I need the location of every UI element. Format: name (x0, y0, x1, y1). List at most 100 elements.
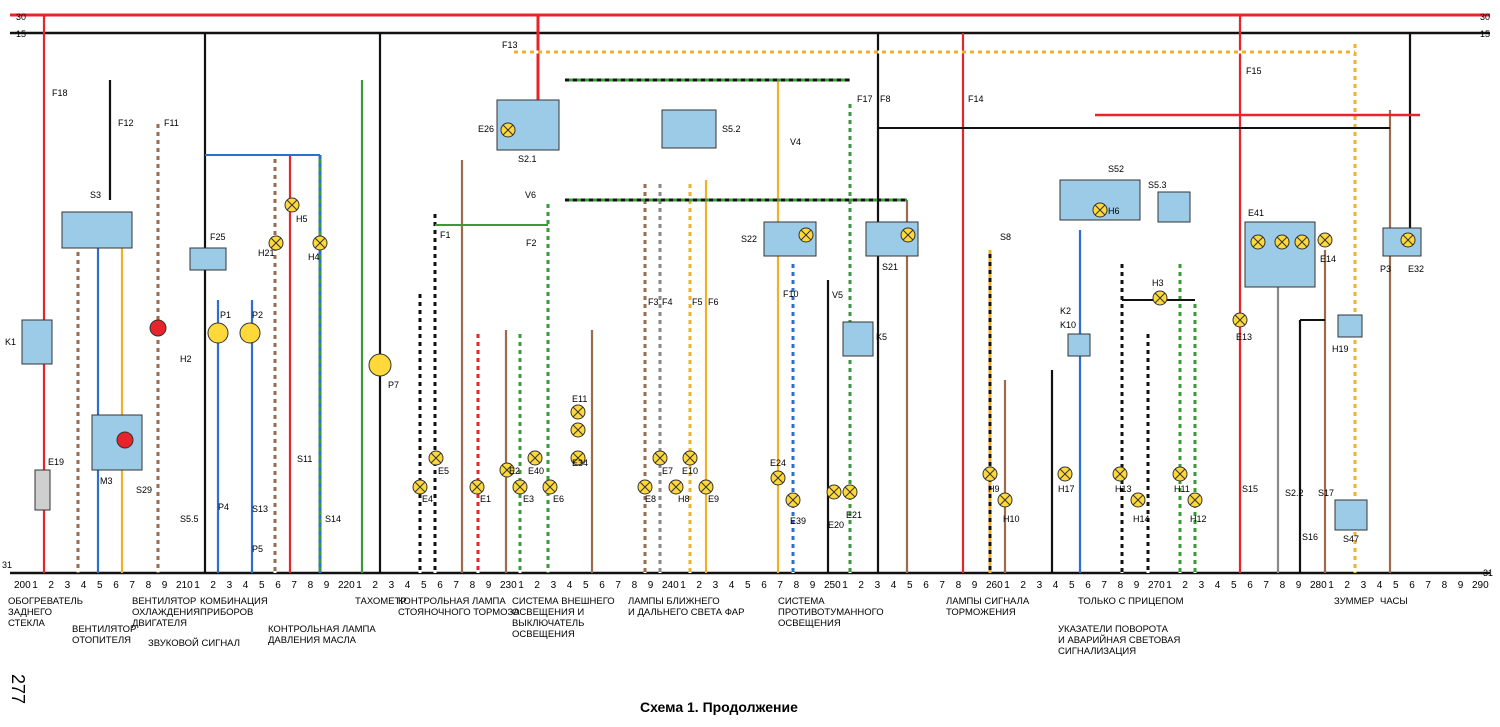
lamp (570, 404, 586, 420)
tick-number: 1 (518, 580, 524, 591)
rail-31-right-label: 31 (1483, 568, 1493, 578)
component-box-k1 (21, 319, 53, 365)
tick-number: 2 (372, 580, 378, 591)
lamps (34, 122, 1416, 511)
component-label-s2-2: S2.2 (1285, 488, 1304, 498)
component-label-f2: F2 (526, 238, 537, 248)
lamp (570, 450, 586, 466)
tick-number: 4 (243, 580, 249, 591)
component-label-e10: E10 (682, 466, 698, 476)
lamp (512, 479, 528, 495)
component-label-e2: E2 (509, 466, 520, 476)
tick-number: 1 (1004, 580, 1010, 591)
tick-label: 290 (1472, 580, 1489, 591)
tick-number: 6 (275, 580, 281, 591)
tick-number: 9 (486, 580, 492, 591)
tick-number: 2 (1344, 580, 1350, 591)
lamp (500, 122, 516, 138)
tick-number: 3 (551, 580, 557, 591)
component-label-v4: V4 (790, 137, 801, 147)
rail-30-right-label: 30 (1480, 12, 1490, 22)
tick-label: 280 (1310, 580, 1327, 591)
component-label-p4: P4 (218, 502, 229, 512)
tick-number: 5 (745, 580, 751, 591)
tick-number: 3 (227, 580, 233, 591)
component-label-p5: P5 (252, 544, 263, 554)
caption-c1-line: ЗАДНЕГО (8, 607, 52, 618)
tick-number: 1 (194, 580, 200, 591)
tick-number: 8 (956, 580, 962, 591)
lamp (1112, 466, 1128, 482)
tick-number: 8 (794, 580, 800, 591)
tick-number: 5 (421, 580, 427, 591)
tick-number: 8 (632, 580, 638, 591)
tick-number: 8 (146, 580, 152, 591)
lamp (469, 479, 485, 495)
component-box-f25 (189, 247, 227, 271)
caption-c14-line: И АВАРИЙНАЯ СВЕТОВАЯ (1058, 634, 1181, 646)
tick-number: 5 (259, 580, 265, 591)
tick-number: 8 (1280, 580, 1286, 591)
tick-number: 1 (1166, 580, 1172, 591)
lamp (668, 479, 684, 495)
tick-label: 220 (338, 580, 355, 591)
component-label-f3: F3 (648, 297, 659, 307)
tick-number: 3 (389, 580, 395, 591)
component-label-s11: S11 (297, 454, 312, 464)
component-label-e34: E34 (572, 458, 588, 468)
tick-label: 210 (176, 580, 193, 591)
caption-c6-line: ДАВЛЕНИЯ МАСЛА (268, 635, 357, 646)
tick-number: 8 (1118, 580, 1124, 591)
lamp (412, 479, 428, 495)
component-label-s8: S8 (1000, 232, 1011, 242)
caption-c8-line: СТОЯНОЧНОГО ТОРМОЗА (398, 607, 520, 618)
rail-15-right-label: 15 (1480, 29, 1490, 39)
component-label-f14: F14 (968, 94, 984, 104)
component-label-f12: F12 (118, 118, 134, 128)
component-label-f6: F6 (708, 297, 719, 307)
tick-number: 4 (567, 580, 573, 591)
motor (149, 319, 167, 337)
caption-c4-line: ЗВУКОВОЙ СИГНАЛ (148, 637, 240, 649)
tick-number: 9 (324, 580, 330, 591)
rail-30-left-label: 30 (16, 12, 26, 22)
component-label-s5-3: S5.3 (1148, 180, 1167, 190)
component-box-s47 (1334, 499, 1368, 531)
lamp (637, 479, 653, 495)
lamp (542, 479, 558, 495)
component-label-e11: E11 (572, 394, 587, 404)
tick-number: 9 (1458, 580, 1464, 591)
tick-number: 5 (1231, 580, 1237, 591)
lamp (826, 484, 842, 500)
tick-number: 9 (810, 580, 816, 591)
component-box-k10 (1067, 333, 1091, 357)
component-label-e6: E6 (553, 494, 564, 504)
caption-c12-line: ТОРМОЖЕНИЯ (946, 607, 1016, 618)
tick-number: 6 (1247, 580, 1253, 591)
component-label-f5: F5 (692, 297, 703, 307)
caption-c1-line: СТЕКЛА (8, 618, 45, 629)
caption-c5-line: КОМБИНАЦИЯ (200, 596, 268, 607)
component-label-h19: H19 (1332, 344, 1349, 354)
component-label-h11: H11 (1174, 484, 1190, 494)
component-label-k1: K1 (5, 337, 16, 347)
component-label-v6: V6 (525, 190, 536, 200)
lamp (842, 484, 858, 500)
component-box-s5.2 (661, 109, 717, 149)
component-label-s29: S29 (136, 485, 152, 495)
tick-number: 1 (356, 580, 362, 591)
component-box-s5.3 (1157, 191, 1191, 223)
tick-number: 7 (777, 580, 783, 591)
tick-number: 4 (405, 580, 411, 591)
tick-number: 3 (713, 580, 719, 591)
component-label-k10: K10 (1060, 320, 1076, 330)
caption-c1-line: ОБОГРЕВАТЕЛЬ (8, 596, 83, 607)
tick-label: 240 (662, 580, 679, 591)
caption-c13-line: ТОЛЬКО С ПРИЦЕПОМ (1078, 596, 1184, 607)
tick-number: 2 (210, 580, 216, 591)
lamp (798, 227, 814, 243)
wires (10, 13, 1490, 575)
lamp (1400, 232, 1416, 248)
tick-number: 2 (1020, 580, 1026, 591)
